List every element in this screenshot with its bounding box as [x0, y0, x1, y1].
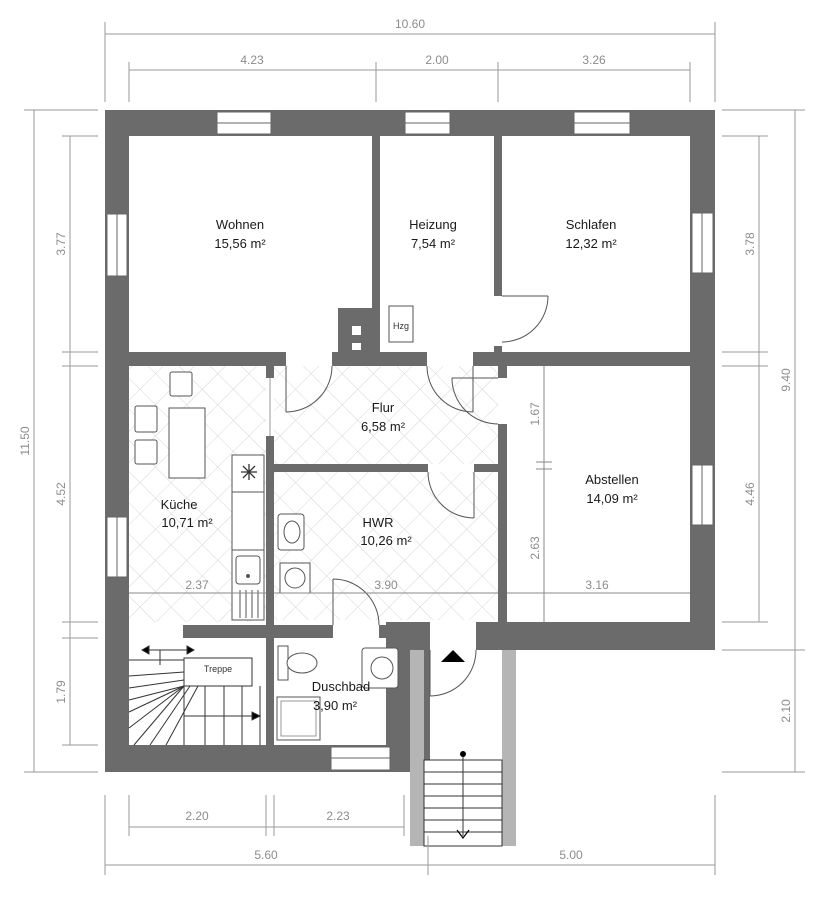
dim-bottom-b: 2.23	[326, 809, 350, 823]
hwr-floor	[274, 472, 498, 620]
room-abstellen-name: Abstellen	[585, 472, 638, 487]
room-hwr-name: HWR	[362, 515, 393, 530]
dim-top-c: 3.26	[582, 53, 606, 67]
outer-dimension-labels: 10.60 4.23 2.00 3.26 11.50 3.77 4.52 1.7…	[18, 17, 793, 862]
entrance-stair	[410, 650, 516, 847]
heater-unit	[388, 305, 414, 343]
room-labels: Wohnen 15,56 m² Heizung 7,54 m² Schlafen…	[161, 217, 639, 713]
entrance-marker-icon	[441, 650, 465, 662]
dim-top-a: 4.23	[240, 53, 264, 67]
room-hwr-area: 10,26 m²	[360, 533, 412, 548]
dim-right-c: 2.10	[779, 699, 793, 723]
dim-left-c: 1.79	[54, 680, 68, 704]
dim-left-total: 11.50	[18, 426, 32, 455]
room-duschbad-area: 3,90 m²	[313, 698, 358, 713]
hzg-label: Hzg	[393, 321, 409, 331]
room-duschbad-name: Duschbad	[312, 679, 371, 694]
room-flur-name: Flur	[372, 400, 395, 415]
dim-bottom-a: 2.20	[185, 809, 209, 823]
dim-right-a: 3.78	[743, 232, 757, 256]
dim-abstellen-width: 3.16	[585, 578, 609, 592]
room-abstellen-area: 14,09 m²	[586, 491, 638, 506]
bathroom-fixtures	[276, 645, 399, 741]
dim-top-total: 10.60	[395, 17, 425, 31]
inner-dimensions	[129, 366, 690, 622]
outer-dimension-lines	[24, 22, 805, 875]
windows	[106, 111, 714, 771]
dim-right-total: 9.40	[779, 368, 793, 392]
dim-abstellen-h2: 2.63	[528, 536, 542, 560]
room-schlafen-area: 12,32 m²	[565, 236, 617, 251]
room-heizung-name: Heizung	[409, 217, 457, 232]
room-wohnen-name: Wohnen	[216, 217, 264, 232]
dim-kueche-width: 2.37	[185, 578, 209, 592]
flur-floor	[274, 366, 498, 464]
room-heizung-area: 7,54 m²	[411, 236, 456, 251]
room-kueche-name: Küche	[161, 497, 198, 512]
dim-left-b: 4.52	[54, 482, 68, 506]
dim-bottom-total-b: 5.00	[559, 848, 583, 862]
dim-top-b: 2.00	[425, 53, 449, 67]
dim-left-a: 3.77	[54, 232, 68, 256]
room-schlafen-name: Schlafen	[566, 217, 617, 232]
dim-right-b: 4.46	[743, 482, 757, 506]
room-kueche-area: 10,71 m²	[161, 515, 213, 530]
stove-icon	[241, 464, 257, 480]
inner-stair	[128, 645, 262, 746]
dim-hwr-width: 3.90	[374, 578, 398, 592]
room-wohnen-area: 15,56 m²	[214, 236, 266, 251]
room-flur-area: 6,58 m²	[361, 419, 406, 434]
treppe-label: Treppe	[204, 664, 232, 674]
dim-abstellen-h1: 1.67	[528, 402, 542, 426]
dim-bottom-total-a: 5.60	[254, 848, 278, 862]
